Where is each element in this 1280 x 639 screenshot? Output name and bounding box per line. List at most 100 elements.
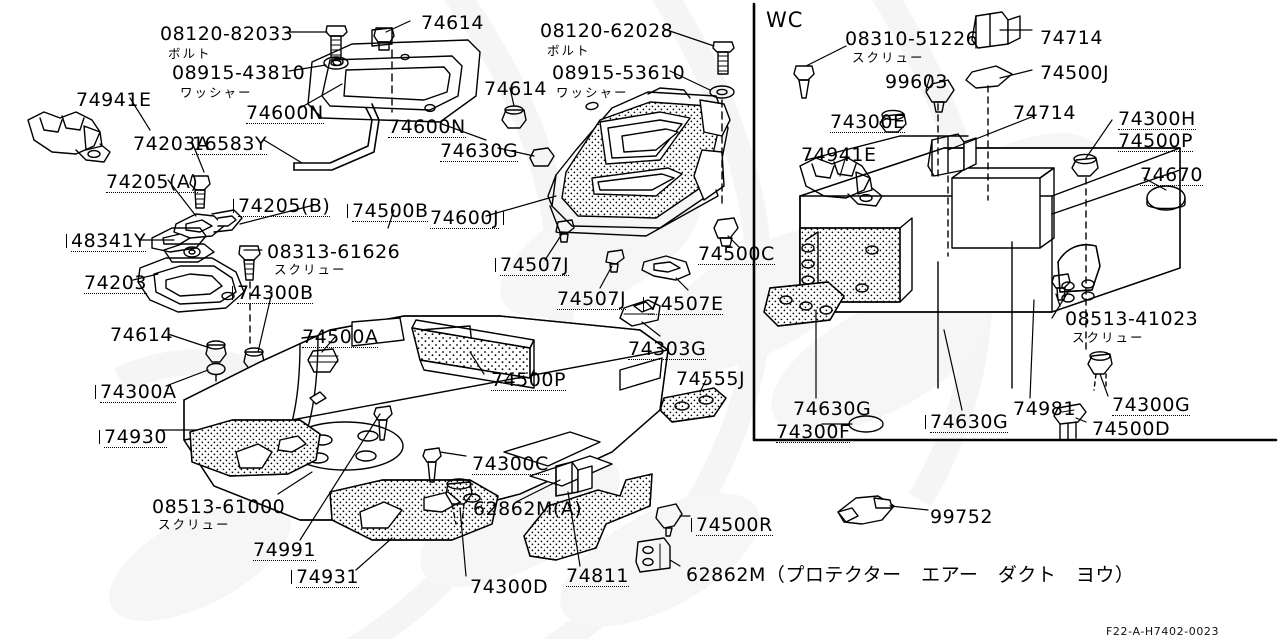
part-label-l32: 74303G [628, 338, 707, 360]
part-label-l10: 08915-53610 [552, 62, 686, 84]
inset-part-label-r04: 74714 [1040, 27, 1103, 49]
inset-part-label-r15: 74630G [793, 398, 872, 420]
part-label-l42: 99752 [930, 506, 993, 528]
part-label-l01: 08120-82033 [160, 23, 294, 45]
inset-part-label-r05: 99603 [885, 71, 948, 93]
part-74630G-clip-top [529, 147, 555, 167]
part-label-l41: 74500R [691, 514, 773, 536]
part-label-l39: スクリュー [158, 517, 231, 532]
part-16583Y-rod [293, 103, 380, 171]
part-label-l43: 74991 [253, 539, 316, 561]
inset-part-99603-clip [925, 79, 955, 113]
part-label-l20: 74600J [430, 207, 505, 229]
inset-part-label-r07: 74300E [830, 111, 906, 133]
inset-part-74300G-plug [1087, 351, 1113, 391]
part-label-l34: 74500P [491, 369, 566, 391]
inset-part-label-r20: 74500D [1092, 418, 1171, 440]
part-74500A-clip [307, 348, 339, 373]
part-08915-43810-washer [323, 56, 349, 70]
part-74507J-pin-a [555, 219, 575, 243]
part-label-l38: 08513-61000 [152, 496, 286, 518]
inset-part-label-r08: 74714 [1013, 102, 1076, 124]
part-label-l33: 74300A [94, 381, 177, 403]
part-74931-rear-trim [329, 479, 499, 541]
part-74300C-screw [422, 447, 442, 483]
inset-part-label-r03: スクリュー [852, 50, 925, 65]
part-label-l23: スクリュー [274, 262, 347, 277]
part-74600J-floor-trim [547, 87, 731, 237]
part-74930-front-trim [189, 419, 321, 477]
part-74941E-bracket-left [27, 111, 111, 163]
inset-part-08513-41023-screw [1051, 273, 1071, 301]
part-74205-hooks [173, 209, 243, 239]
part-label-l37: 74300C [472, 453, 549, 475]
part-label-l13: 74203A [133, 133, 210, 155]
part-74614-grommet-b [501, 105, 527, 129]
inset-part-08310-51226-screw [793, 65, 815, 99]
footer-diagram-code: F22-A-H7402-0023 [1106, 625, 1220, 638]
part-label-l28: 74507J [557, 288, 627, 310]
inset-panel-border [752, 2, 1278, 442]
part-74614-grommet-a [373, 27, 395, 51]
inset-luggage-floor-structure [763, 135, 1181, 389]
part-label-l45: 74300D [470, 576, 549, 598]
inset-part-label-r17: 74981 [1013, 398, 1076, 420]
part-label-l22: 08313-61626 [267, 241, 401, 263]
inset-part-74941E-bracket [799, 157, 883, 207]
part-74203A-screw [189, 175, 211, 209]
part-74300D-plug [445, 478, 473, 525]
part-label-l11: ワッシャー [556, 85, 629, 100]
inset-leader-lines [805, 29, 1167, 425]
part-label-l05: ボルト [547, 43, 591, 58]
inset-part-label-r01: WC [766, 8, 804, 32]
inset-part-label-r14: スクリュー [1072, 330, 1145, 345]
part-label-l35: 74555J [676, 368, 746, 390]
part-label-l30: 74614 [110, 324, 173, 346]
part-label-l12: 74941E [76, 89, 152, 111]
inset-part-74500D-clip [1053, 403, 1087, 441]
part-label-l36: 74930 [99, 426, 167, 448]
inset-part-label-r12: 74670 [1140, 164, 1203, 186]
part-74507J-pin-b [605, 249, 625, 273]
inset-part-74714-bracket-b [927, 133, 977, 177]
part-08313-61626-screw [238, 245, 261, 281]
inset-part-label-r02: 08310-51226 [845, 28, 979, 50]
inset-part-label-r19: 74300F [776, 421, 851, 443]
part-label-l21: 48341Y [65, 230, 147, 252]
part-label-l14: 16583Y [192, 133, 268, 155]
part-label-l19: 74500B [346, 200, 429, 222]
part-label-l29: 74507E [642, 293, 724, 315]
part-74300A-cap [206, 362, 226, 376]
leader-lines [129, 20, 929, 577]
inset-part-label-r13: 08513-41023 [1065, 308, 1199, 330]
part-99752-strap [837, 495, 895, 525]
part-74600N-upper-tray [307, 27, 481, 123]
part-label-l07: ワッシャー [180, 85, 253, 100]
part-label-l40: 62862M(A) [473, 498, 583, 520]
part-label-l46: 74811 [566, 565, 629, 587]
part-label-l04: 08120-62028 [540, 20, 674, 42]
inset-part-label-r06: 74500J [1040, 62, 1110, 84]
part-08120-82033-bolt [325, 25, 348, 59]
inset-part-74670-cap [1146, 185, 1186, 211]
part-74203-panel [137, 257, 245, 313]
inset-part-74500J-pad [965, 65, 1013, 89]
part-label-l25: 74500C [698, 243, 775, 265]
part-label-l17: 74205(A) [106, 171, 199, 193]
inset-part-label-r11: 74941E [801, 144, 877, 166]
part-label-l24: 74507J [494, 254, 570, 276]
inset-part-label-r16: 74630G [924, 411, 1009, 433]
part-label-l08: 74600N [246, 102, 324, 124]
part-08120-62028-bolt [712, 41, 735, 75]
part-74614-grommet-c [205, 340, 227, 363]
part-08915-53610-washer [709, 85, 735, 99]
part-label-l06: 08915-43810 [172, 62, 306, 84]
part-08513-61000-screw [373, 405, 393, 441]
part-label-l27: 74300B [231, 282, 314, 304]
part-74500R-pin [655, 503, 683, 537]
part-label-l03: 74614 [421, 12, 484, 34]
inset-part-74300H-plug [1071, 153, 1099, 177]
part-label-l18: 74205(B) [232, 195, 331, 217]
